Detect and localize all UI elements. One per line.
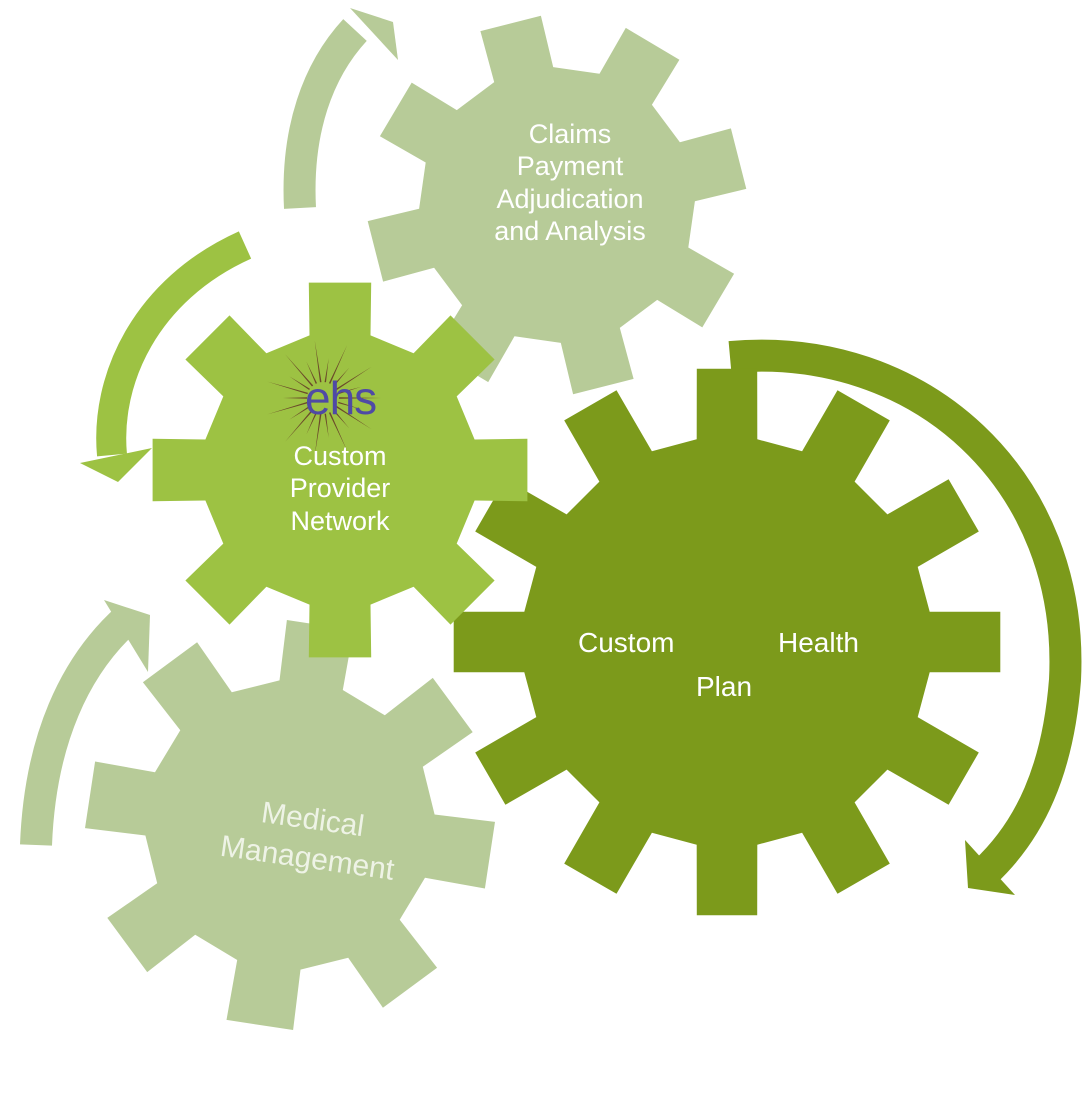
gear-provider	[152, 282, 528, 658]
sunburst-ray	[334, 386, 362, 396]
health-plan-label-health: Health	[778, 627, 859, 658]
health-plan-label-plan: Plan	[696, 671, 753, 702]
sunburst-ray	[283, 397, 312, 399]
sunburst-ray	[334, 397, 381, 399]
ehs-logo: ehs	[267, 340, 381, 456]
sunburst-ray	[323, 358, 329, 387]
gear-health-plan	[453, 368, 1001, 916]
sunburst-ray	[330, 406, 350, 429]
sunburst-core	[307, 382, 339, 414]
arrow-claims-cycle	[283, 8, 398, 209]
gear-health-plan-shape	[453, 368, 1001, 916]
sunburst-ray	[267, 381, 312, 396]
sunburst-icon	[267, 340, 381, 456]
gear-medical-shape	[85, 620, 495, 1030]
sunburst-ray	[332, 403, 372, 430]
gear-provider-shape	[152, 282, 528, 658]
sunburst-ray	[327, 408, 348, 451]
gear-claims	[367, 15, 747, 395]
sunburst-ray	[267, 400, 312, 415]
arrow-health-plan-cycle	[728, 339, 1082, 895]
sunburst-ray	[327, 345, 348, 388]
sunburst-ray	[330, 367, 350, 390]
sunburst-ray	[306, 361, 319, 388]
gear-claims-shape	[367, 15, 747, 395]
sunburst-ray	[285, 406, 316, 442]
sunburst-ray	[314, 340, 323, 387]
claims-gear-label: Claims Payment Adjudication and Analysis	[494, 119, 646, 247]
sunburst-ray	[306, 408, 319, 435]
sunburst-ray	[285, 354, 316, 390]
arrow-provider-cycle	[80, 231, 252, 482]
sunburst-ray	[289, 403, 314, 420]
provider-gear-label: Custom Provider Network	[289, 441, 391, 536]
sunburst-ray	[332, 366, 372, 393]
health-plan-label-custom: Custom	[578, 627, 675, 658]
gear-medical	[85, 620, 495, 1030]
sunburst-ray	[323, 409, 329, 438]
ehs-logo-text: ehs	[305, 372, 376, 424]
sunburst-ray	[334, 400, 362, 410]
sunburst-ray	[314, 409, 323, 456]
sunburst-ray	[289, 376, 314, 393]
arrow-medical-cycle	[20, 600, 150, 846]
